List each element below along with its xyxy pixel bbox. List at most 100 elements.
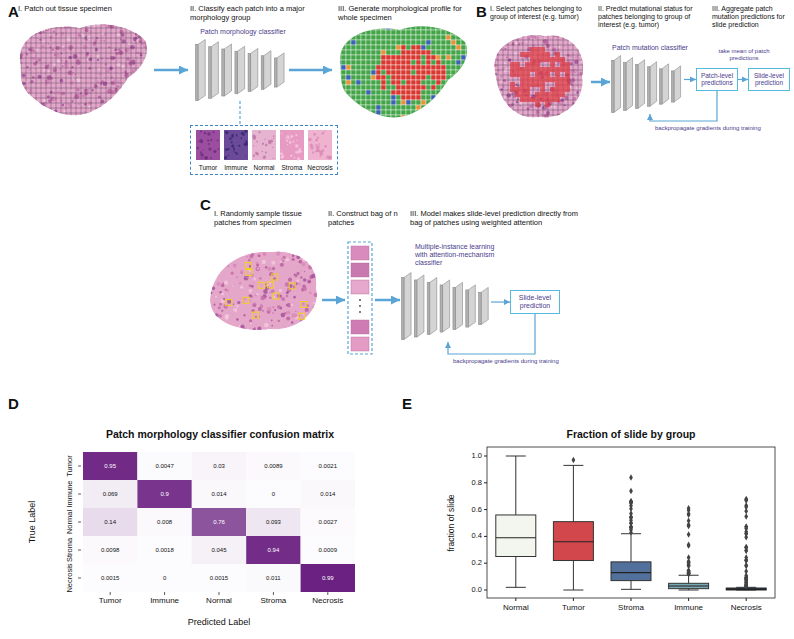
tissue-cell <box>233 304 234 305</box>
tissue-cell <box>486 118 490 122</box>
profile-cell <box>336 40 341 45</box>
tissue-cell <box>252 303 256 307</box>
tissue-cell <box>544 115 548 119</box>
profile-cell <box>386 45 391 50</box>
tissue-cell <box>68 18 70 20</box>
tissue-cell <box>60 99 62 101</box>
tissue-cell <box>152 112 153 113</box>
profile-cell <box>406 65 411 70</box>
network-layer-face <box>196 45 199 101</box>
profile-cell <box>411 110 416 115</box>
profile-cell <box>411 35 416 40</box>
tissue-cell <box>231 272 234 275</box>
profile-cell <box>456 35 461 40</box>
outlier <box>687 570 691 576</box>
tissue-cell <box>117 85 119 87</box>
profile-cell <box>451 25 456 30</box>
tissue-cell <box>537 31 539 33</box>
tissue-cell <box>267 267 271 271</box>
tissue-cell <box>23 36 26 39</box>
profile-cell <box>411 80 416 85</box>
selected-patch <box>520 77 525 82</box>
outlier <box>687 511 691 517</box>
profile-cell <box>421 75 426 80</box>
tissue-cell <box>582 71 586 75</box>
tissue-cell <box>45 26 49 30</box>
profile-cell <box>401 75 406 80</box>
tissue-cell <box>516 34 518 36</box>
matrix-cell <box>246 480 300 508</box>
profile-cell <box>431 35 436 40</box>
tissue-cell <box>530 120 532 122</box>
tissue-cell <box>492 43 497 48</box>
patch-grid-line <box>16 103 154 104</box>
profile-cell <box>411 120 416 125</box>
matrix-cell <box>192 452 246 480</box>
selected-patch <box>530 47 535 52</box>
tissue-cell <box>305 323 309 327</box>
profile-cell <box>366 65 371 70</box>
tissue-cell <box>506 93 511 98</box>
tissue-cell <box>586 91 589 94</box>
profile-cell <box>451 70 456 75</box>
tissue-cell <box>236 305 238 307</box>
patch-grid-line <box>553 30 554 122</box>
outlier <box>629 499 633 505</box>
profile-cell <box>446 35 451 40</box>
profile-cell <box>371 100 376 105</box>
profile-cell <box>466 100 471 105</box>
tissue-cell <box>47 95 50 98</box>
profile-cell <box>436 85 441 90</box>
selected-patch <box>520 82 525 87</box>
profile-cell <box>446 75 451 80</box>
tissue-cell <box>282 260 284 262</box>
tissue-cell <box>298 283 300 285</box>
tissue-cell <box>300 332 302 334</box>
profile-cell <box>416 115 421 120</box>
patch-grid-line <box>46 18 47 120</box>
tissue-cell <box>514 115 515 116</box>
tissue-cell <box>308 249 309 250</box>
tissue-cell <box>589 83 591 85</box>
network-layer-face <box>261 56 264 90</box>
tissue-cell <box>221 331 223 333</box>
selected-patch <box>530 97 535 102</box>
tissue-cell <box>491 60 493 62</box>
tick-mark <box>273 592 274 595</box>
tissue-cell <box>565 115 568 118</box>
tissue-cell <box>25 102 27 104</box>
profile-cell <box>466 105 471 110</box>
network-layer <box>211 42 218 99</box>
profile-cell <box>441 75 446 80</box>
network-layer-face <box>402 278 405 340</box>
tissue-cell <box>248 329 251 332</box>
profile-cell <box>371 95 376 100</box>
network-layer <box>430 277 437 334</box>
tissue-cell <box>27 101 32 106</box>
tissue-cell <box>28 69 30 71</box>
tissue-cell <box>494 52 495 53</box>
tissue-cell <box>143 60 147 64</box>
network-layer-face <box>612 61 615 113</box>
tissue-cell <box>141 42 145 46</box>
tissue-cell <box>92 114 94 116</box>
profile-cell <box>426 55 431 60</box>
tissue-cell <box>247 276 249 278</box>
tissue-cell <box>110 100 113 103</box>
patch-grid-line <box>16 23 154 24</box>
matrix-cell <box>246 452 300 480</box>
profile-cell <box>386 115 391 120</box>
profile-cell <box>421 50 426 55</box>
selected-patch <box>510 62 515 67</box>
tissue-cell <box>256 265 258 267</box>
matrix-cell <box>246 508 300 536</box>
tissue-cell <box>133 82 135 84</box>
tissue-cell <box>236 277 237 278</box>
profile-cell <box>386 105 391 110</box>
tissue-cell <box>250 247 253 250</box>
profile-cell <box>366 30 371 35</box>
tissue-cell <box>290 304 293 307</box>
tissue-cell <box>20 105 24 109</box>
tissue-cell <box>319 322 321 324</box>
profile-cell <box>451 95 456 100</box>
